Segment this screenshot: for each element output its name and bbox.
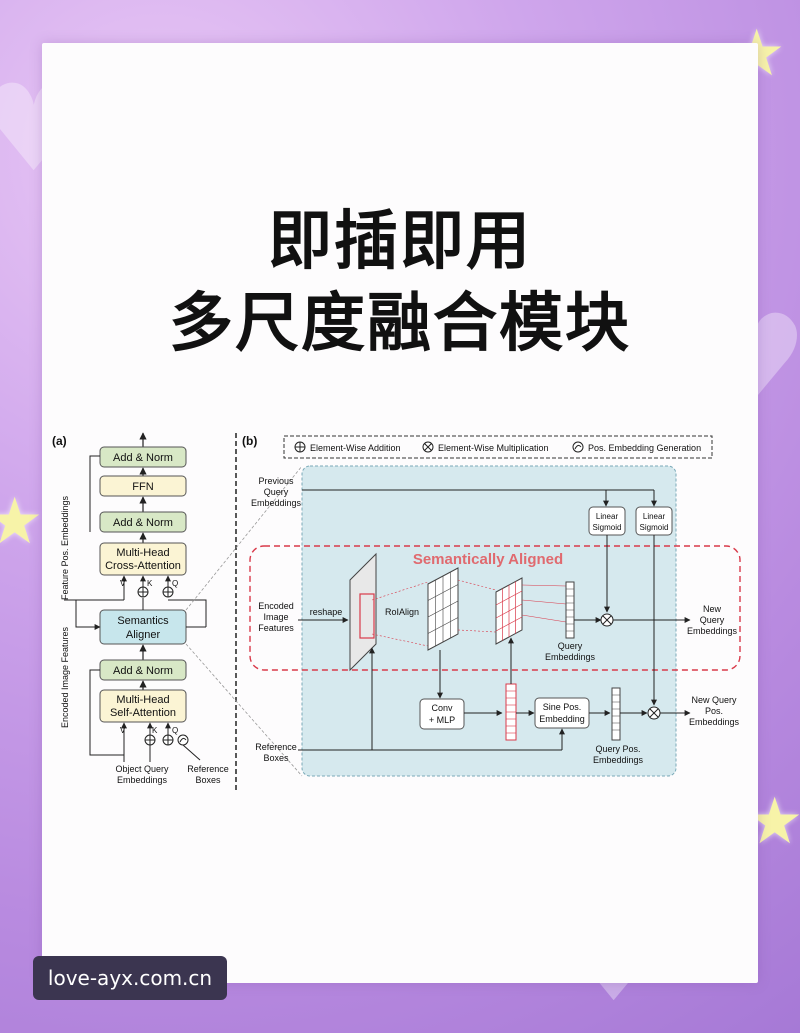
add-norm-mid-box bbox=[99, 511, 187, 533]
new-query-label-3: Embeddings bbox=[687, 626, 738, 636]
legend-box bbox=[283, 435, 713, 459]
watermark-badge: love-ayx.com.cn bbox=[33, 956, 227, 1000]
query-pos-embeddings-column bbox=[611, 687, 621, 741]
feature-map bbox=[349, 552, 377, 672]
cross-k-label: K bbox=[147, 579, 153, 588]
reference-boxes-label-1: Reference bbox=[187, 764, 229, 774]
legend-pos-label: Pos. Embedding Generation bbox=[588, 443, 701, 453]
self-q-label: Q bbox=[172, 726, 178, 735]
self-attention-box bbox=[99, 689, 187, 723]
star-decoration-left: ★ bbox=[0, 485, 44, 559]
reference-boxes-label-2: Boxes bbox=[195, 775, 221, 785]
panel-b-label: (b) bbox=[242, 434, 257, 448]
pos-embedding-icon bbox=[177, 734, 189, 746]
prev-query-label-3: Embeddings bbox=[251, 498, 302, 508]
conv-mlp-box bbox=[419, 698, 465, 730]
conv-label-2: + MLP bbox=[429, 715, 455, 725]
add-norm-top-box bbox=[99, 446, 187, 468]
panel-a: (a) Add & Norm FFN Add & Norm Multi-Head… bbox=[52, 432, 229, 785]
semantics-aligner-label-1: Semantics bbox=[117, 615, 169, 627]
prev-query-label-2: Query bbox=[264, 487, 289, 497]
ref-boxes-label-2: Boxes bbox=[263, 753, 289, 763]
self-attention-label-1: Multi-Head bbox=[116, 694, 169, 706]
title-line-2: 多尺度融合模块 bbox=[169, 287, 631, 361]
semantics-aligner-label-2: Aligner bbox=[126, 629, 161, 641]
prev-query-label-1: Previous bbox=[258, 476, 294, 486]
query-pos-label-2: Embeddings bbox=[593, 755, 644, 765]
reshape-label: reshape bbox=[310, 607, 343, 617]
sine-label-2: Embedding bbox=[539, 714, 585, 724]
new-pos-label-2: Pos. bbox=[705, 706, 723, 716]
linear-sigmoid-1-label-1: Linear bbox=[596, 512, 619, 521]
new-query-label-2: Query bbox=[700, 615, 725, 625]
legend-add-label: Element-Wise Addition bbox=[310, 443, 401, 453]
conv-label-1: Conv bbox=[431, 703, 453, 713]
encoded-label-2: Image bbox=[263, 612, 288, 622]
feature-pos-embeddings-label: Feature Pos. Embeddings bbox=[60, 495, 70, 600]
add-norm-top-label: Add & Norm bbox=[113, 452, 173, 464]
self-v-label: V bbox=[120, 726, 126, 735]
add-norm-low-label: Add & Norm bbox=[113, 665, 173, 677]
cross-v-label: V bbox=[120, 579, 126, 588]
cross-q-label: Q bbox=[172, 579, 178, 588]
legend-mul-label: Element-Wise Multiplication bbox=[438, 443, 549, 453]
panel-a-label: (a) bbox=[52, 434, 67, 448]
query-embeddings-label-2: Embeddings bbox=[545, 652, 596, 662]
encoded-label-3: Features bbox=[258, 623, 294, 633]
add-norm-mid-label: Add & Norm bbox=[113, 517, 173, 529]
linear-sigmoid-2-label-2: Sigmoid bbox=[640, 523, 669, 532]
sine-label-1: Sine Pos. bbox=[543, 702, 582, 712]
self-k-label: K bbox=[152, 726, 158, 735]
ffn-label: FFN bbox=[132, 481, 153, 493]
query-embeddings-label-1: Query bbox=[558, 641, 583, 651]
ref-boxes-label-1: Reference bbox=[255, 742, 297, 752]
semantically-aligned-label: Semantically Aligned bbox=[413, 551, 563, 568]
new-pos-label-3: Embeddings bbox=[689, 717, 740, 727]
title-line-1: 即插即用 bbox=[268, 205, 532, 279]
query-pos-label-1: Query Pos. bbox=[595, 744, 640, 754]
panel-b: (b) Element-Wise Addition Element-Wise M… bbox=[185, 434, 741, 777]
object-query-label-1: Object Query bbox=[115, 764, 169, 774]
linear-sigmoid-2-label-1: Linear bbox=[643, 512, 666, 521]
pos-gen-icon bbox=[572, 441, 584, 453]
roialign-label: RoIAlign bbox=[385, 607, 419, 617]
linear-sigmoid-1-label-2: Sigmoid bbox=[593, 523, 622, 532]
encoded-image-features-label: Encoded Image Features bbox=[60, 626, 70, 728]
encoded-label-1: Encoded bbox=[258, 601, 294, 611]
ffn-box bbox=[99, 475, 187, 497]
self-attention-label-2: Self-Attention bbox=[110, 707, 176, 719]
semantically-aligned-region bbox=[249, 545, 741, 671]
cross-attention-label-1: Multi-Head bbox=[116, 547, 169, 559]
new-query-label-1: New bbox=[703, 604, 722, 614]
new-pos-label-1: New Query bbox=[691, 695, 737, 705]
cross-attention-label-2: Cross-Attention bbox=[105, 560, 181, 572]
object-query-label-2: Embeddings bbox=[117, 775, 168, 785]
cross-attention-box bbox=[99, 542, 187, 576]
